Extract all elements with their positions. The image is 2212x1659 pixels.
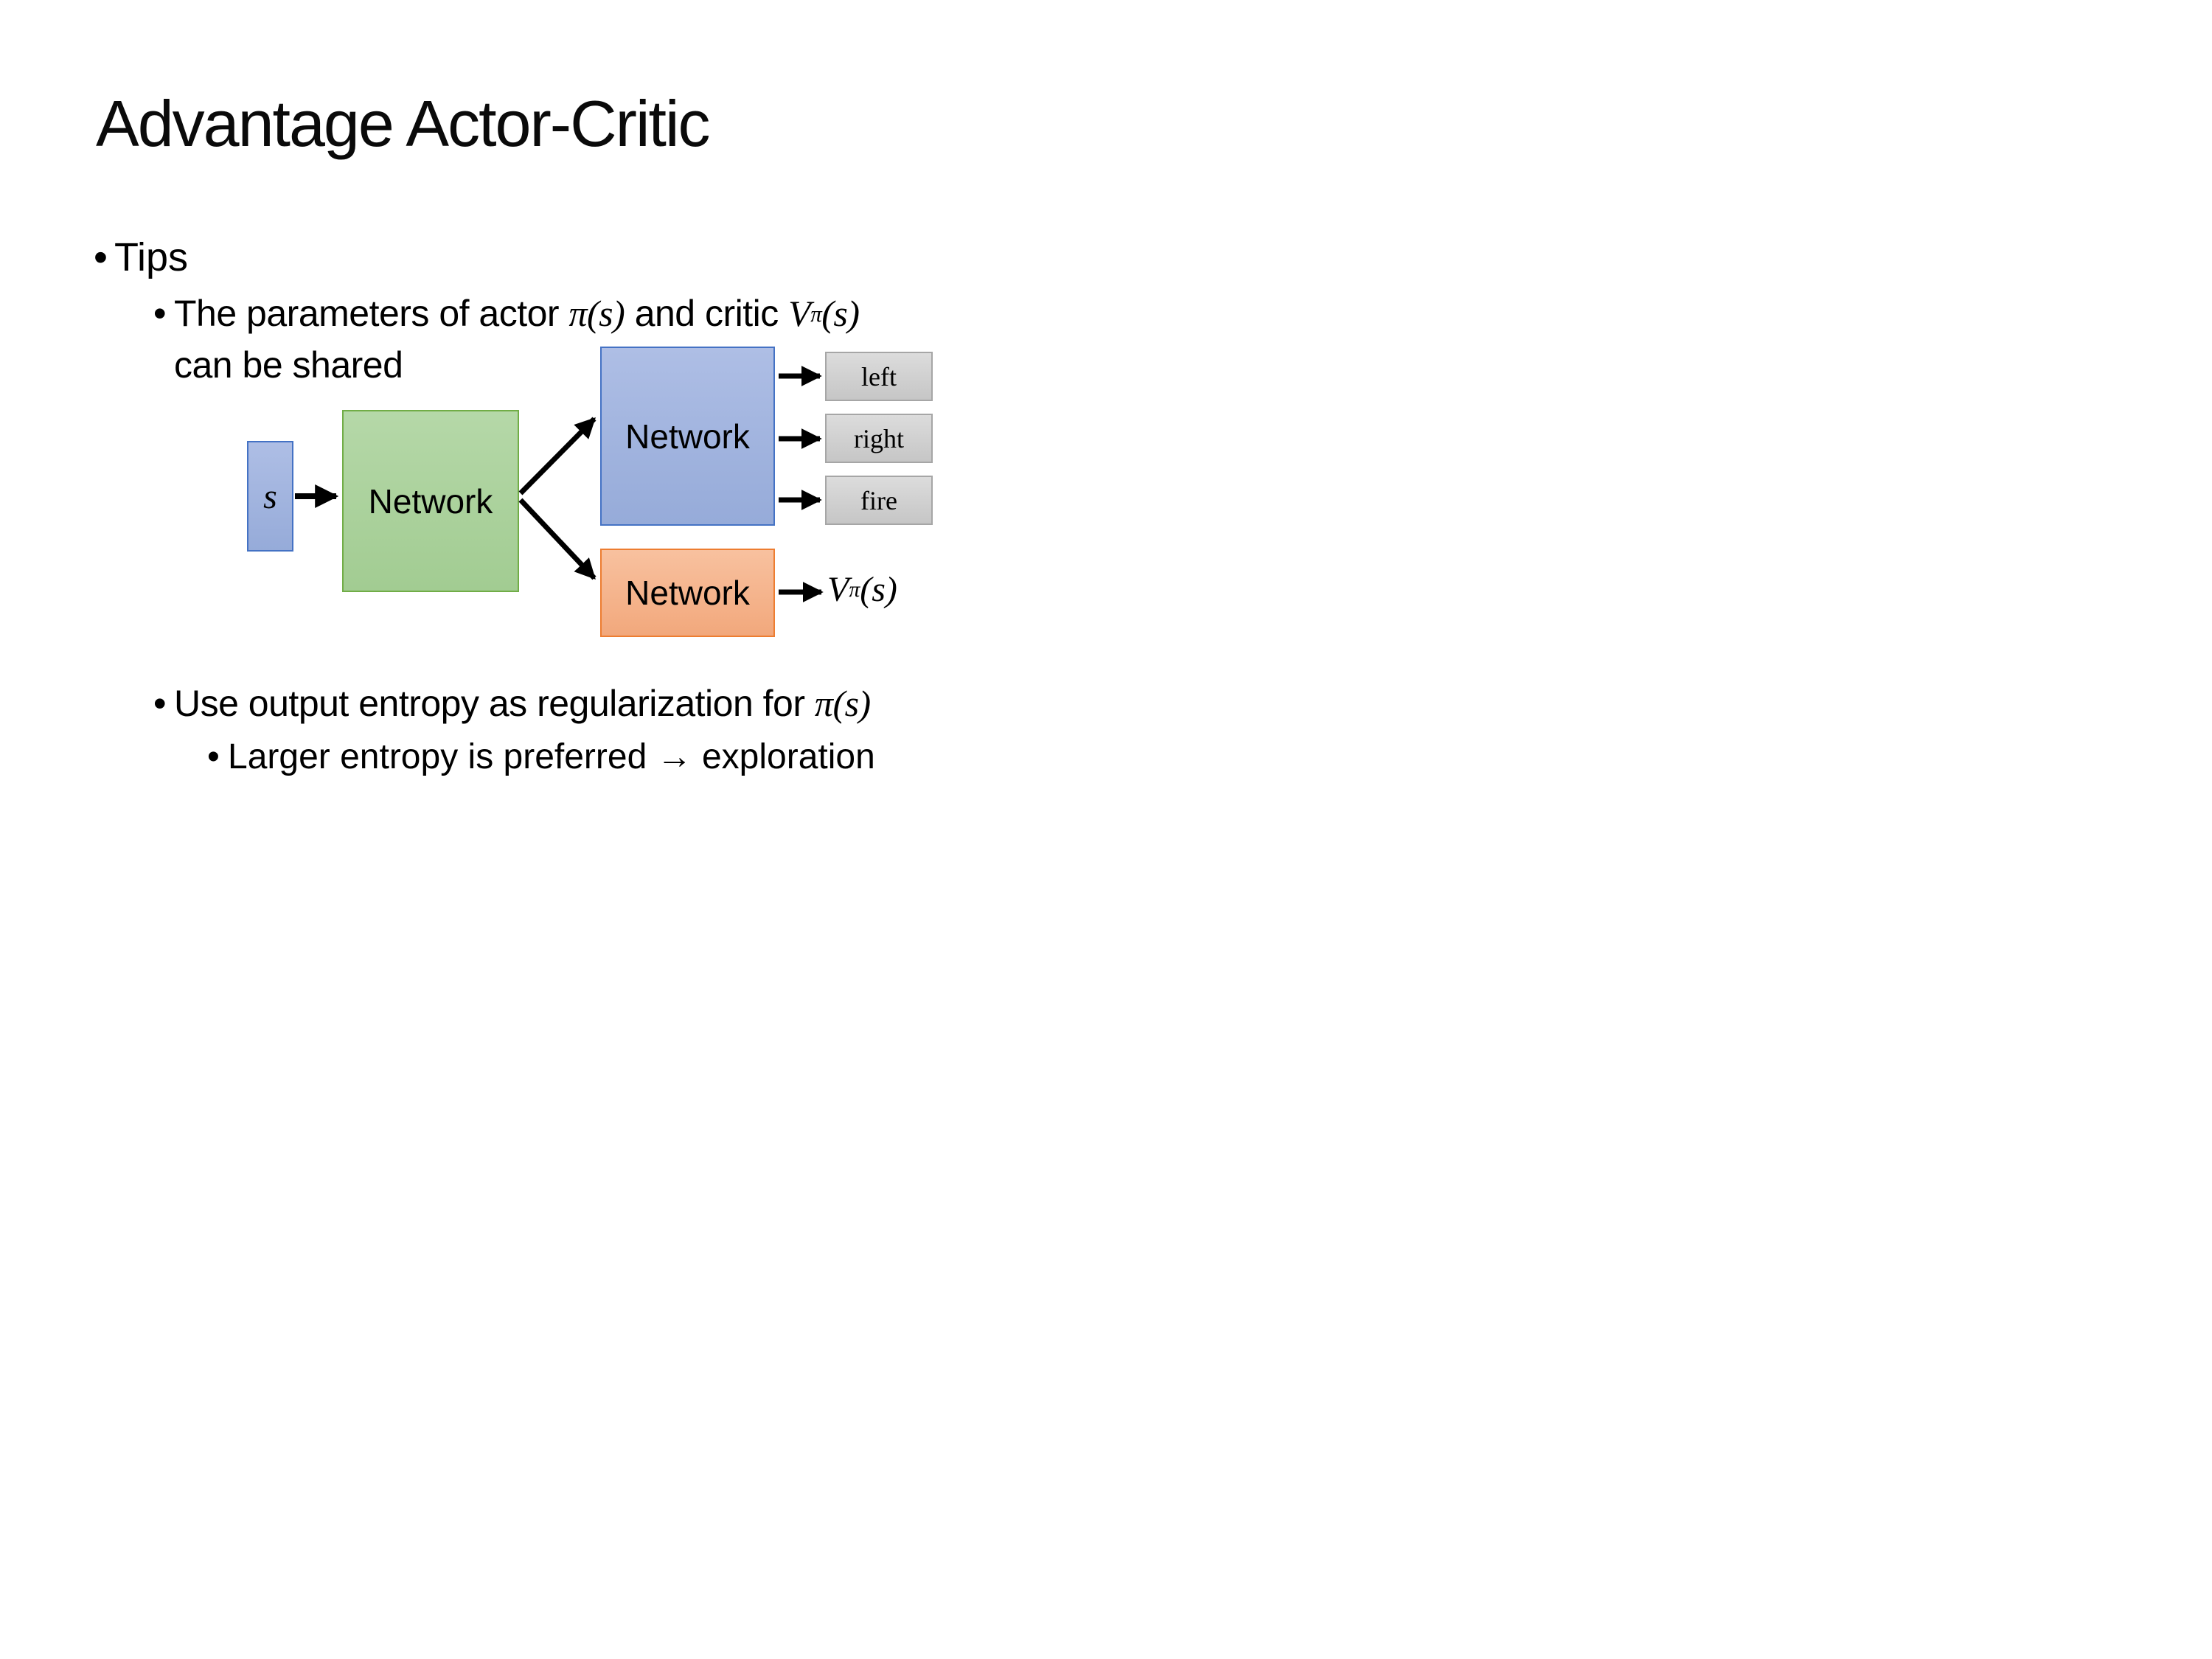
actor-policy-math: π(s)	[568, 293, 625, 334]
shared-params-text: The parameters of actor	[174, 293, 569, 334]
value-output-label: Vπ(s)	[827, 570, 897, 609]
critic-network-label: Network	[625, 574, 750, 612]
action-label-left: left	[861, 361, 897, 392]
action-label-right: right	[854, 423, 904, 453]
arrow-shared-to-critic-network	[518, 498, 597, 580]
action-label-fire: fire	[860, 485, 897, 515]
bullet-glyph: •	[94, 235, 108, 279]
slide: Advantage Actor-Critic •Tips •The parame…	[0, 0, 1106, 830]
action-box-right: right	[825, 414, 933, 463]
bullet-line-tips: •Tips	[94, 234, 188, 280]
bullet-glyph: •	[153, 683, 167, 724]
action-box-fire: fire	[825, 476, 933, 525]
slide-title: Advantage Actor-Critic	[96, 87, 710, 160]
tips-label: Tips	[114, 235, 189, 279]
bullet-glyph: •	[153, 293, 167, 334]
action-box-left: left	[825, 352, 933, 401]
bullet-glyph: •	[207, 737, 220, 776]
bullet-line-entropy: •Use output entropy as regularization fo…	[153, 682, 871, 725]
bullet-line-exploration: •Larger entropy is preferred → explorati…	[207, 737, 875, 777]
shared-network-label: Network	[368, 481, 493, 521]
state-input-box: s	[247, 441, 293, 552]
critic-network-box: Network	[600, 549, 775, 637]
entropy-text: Use output entropy as regularization for	[174, 683, 815, 724]
arrow-shared-to-actor-network	[518, 417, 597, 495]
shared-params-text-middle: and critic	[625, 293, 789, 334]
shared-network-box: Network	[342, 410, 519, 592]
exploration-label: Larger entropy is preferred → exploratio…	[228, 737, 875, 776]
critic-value-math: Vπ(s)	[788, 293, 860, 334]
actor-network-box: Network	[600, 347, 775, 526]
bullet-line-shared-params: •The parameters of actor π(s) and critic…	[153, 292, 860, 335]
policy-math: π(s)	[814, 683, 871, 724]
state-label: s	[263, 476, 277, 516]
actor-network-label: Network	[625, 417, 750, 456]
bullet-line-shared-params-cont: can be shared	[174, 344, 403, 386]
